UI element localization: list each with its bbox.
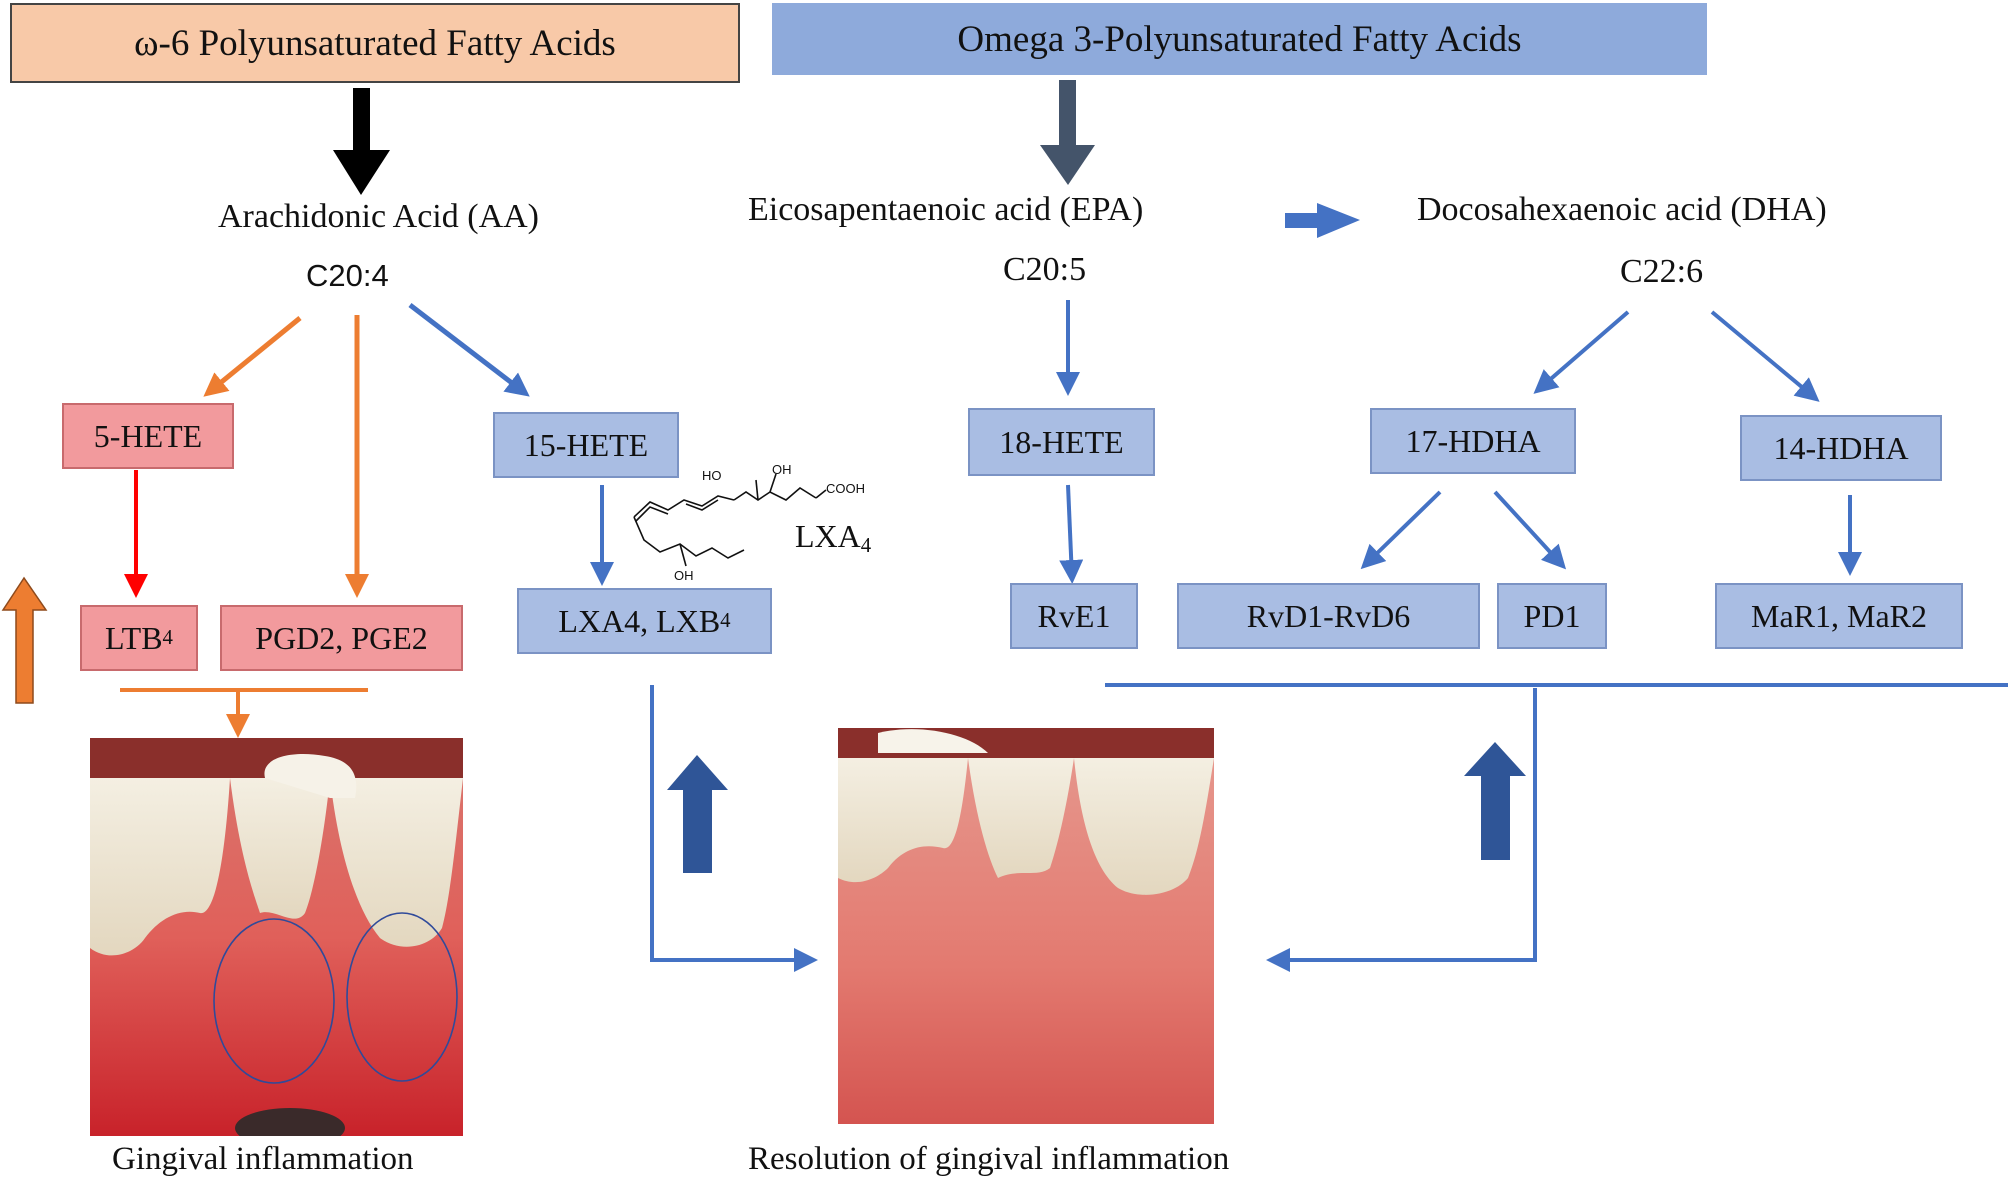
box-rve1: RvE1	[1010, 583, 1138, 649]
arrow-omega6-to-aa	[333, 88, 390, 195]
dha-label: Docosahexaenoic acid (DHA)	[1417, 191, 1827, 228]
arrow-lxa4-to-resolution	[650, 685, 818, 972]
omega6-header: ω-6 Polyunsaturated Fatty Acids	[10, 3, 740, 83]
aa-formula: C20:4	[306, 258, 389, 293]
lxa4-oh-label: OH	[772, 462, 792, 477]
caption-resolution: Resolution of gingival inflammation	[748, 1141, 1230, 1177]
arrow-17hdha-to-pd1	[1493, 490, 1567, 570]
arrow-18hete-to-rve1	[1059, 484, 1084, 584]
arrow-17hdha-to-rvd	[1360, 490, 1442, 570]
arrow-dha-to-14hdha	[1710, 310, 1820, 402]
arrow-collector-to-resolution	[1266, 688, 1537, 972]
box-pgd2-pge2: PGD2, PGE2	[220, 605, 463, 671]
box-5-hete: 5-HETE	[62, 403, 234, 469]
box-mar1-mar2: MaR1, MaR2	[1715, 583, 1963, 649]
lxa4-oh2-label: OH	[674, 568, 694, 583]
omega3-header: Omega 3-Polyunsaturated Fatty Acids	[772, 3, 1707, 75]
up-arrow-orange	[1, 576, 48, 704]
box-15-hete: 15-HETE	[493, 412, 679, 478]
up-arrow-blue-left	[667, 755, 728, 873]
box-18-hete: 18-HETE	[968, 408, 1155, 476]
box-pd1: PD1	[1497, 583, 1607, 649]
epa-formula: C20:5	[1003, 251, 1087, 288]
arrow-epa-to-dha	[1285, 203, 1360, 238]
dha-formula: C22:6	[1620, 253, 1704, 290]
lxa4-cooh-label: COOH	[826, 481, 865, 496]
arrow-aa-to-5hete	[203, 316, 302, 397]
arrow-aa-to-15hete	[408, 303, 530, 397]
box-14-hdha: 14-HDHA	[1740, 415, 1942, 481]
arrow-omega3-to-epa	[1040, 80, 1095, 185]
box-rvd1-rvd6: RvD1-RvD6	[1177, 583, 1480, 649]
gingival-inflammation-photo	[90, 738, 463, 1136]
box-17-hdha: 17-HDHA	[1370, 408, 1576, 474]
up-arrow-blue-right	[1464, 742, 1526, 860]
epa-label: Eicosapentaenoic acid (EPA)	[748, 191, 1144, 228]
arrow-dha-to-17hdha	[1533, 310, 1630, 394]
aa-label: Arachidonic Acid (AA)	[218, 198, 540, 235]
lxa4-structure-name: LXA4	[795, 518, 872, 558]
caption-gingival-inflammation: Gingival inflammation	[112, 1141, 414, 1177]
resolution-photo	[838, 728, 1214, 1124]
lxa4-structure: HO OH COOH OH	[633, 462, 865, 583]
lxa4-ho-label: HO	[702, 468, 722, 483]
